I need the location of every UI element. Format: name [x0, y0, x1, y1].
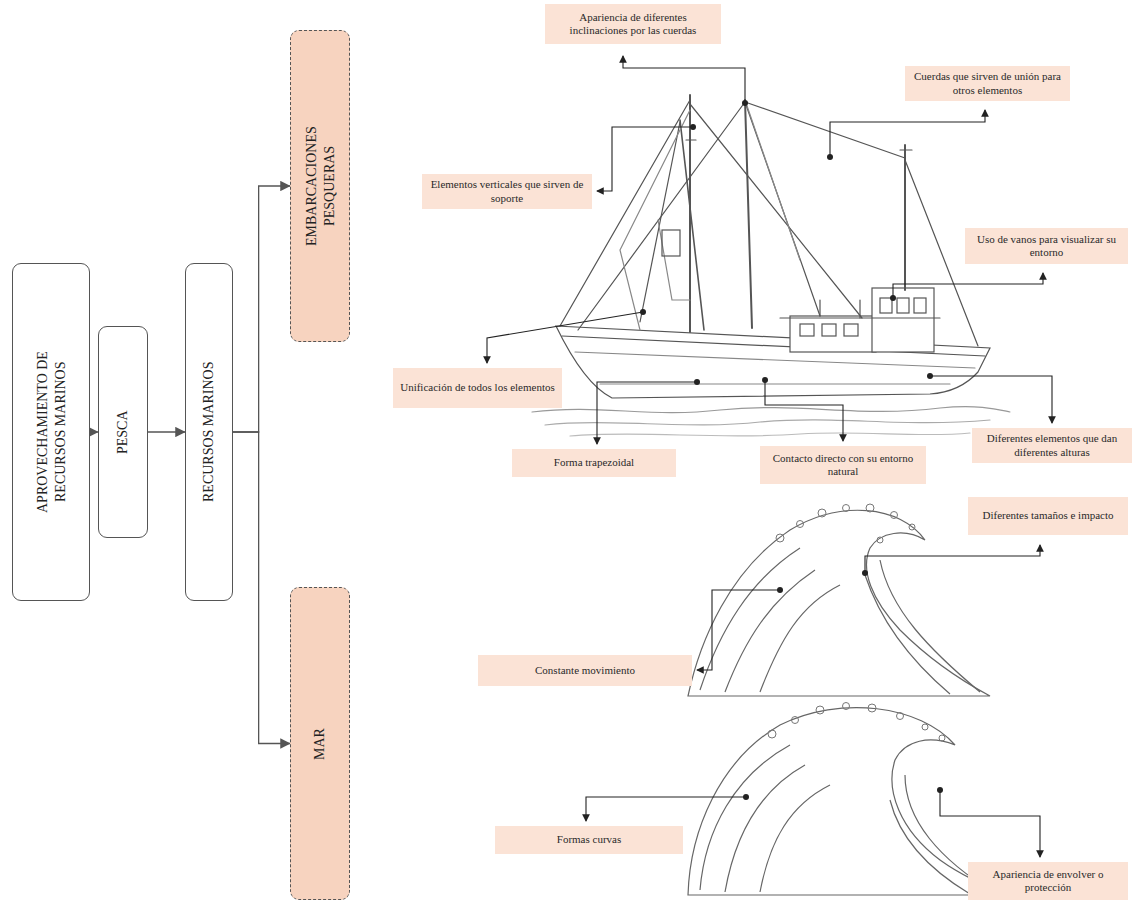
fishing-boat	[532, 95, 1010, 436]
callout-box: Apariencia de diferentes inclinaciones p…	[545, 4, 721, 44]
box-label: EMBARCACIONES PESQUERAS	[303, 101, 338, 271]
callout-box: Formas curvas	[495, 826, 683, 854]
callout-box: Forma trapezoidal	[512, 449, 676, 477]
category-box: EMBARCACIONES PESQUERAS	[290, 30, 350, 342]
process-box: RECURSOS MARINOS	[185, 263, 233, 601]
callout-text: Uso de vanos para visualizar su entorno	[971, 233, 1122, 259]
callout-box: Contacto directo con su entorno natural	[760, 446, 926, 484]
callout-text: Unificación de todos los elementos	[400, 381, 555, 394]
callout-box: Apariencia de envolver o protección	[968, 862, 1128, 900]
callout-box: Elementos verticales que sirven de sopor…	[422, 174, 592, 209]
callout-text: Diferentes tamaños e impacto	[982, 509, 1113, 522]
callout-text: Cuerdas que sirven de unión para otros e…	[911, 70, 1064, 96]
callout-text: Apariencia de diferentes inclinaciones p…	[551, 11, 715, 37]
callout-text: Forma trapezoidal	[554, 456, 634, 469]
callout-text: Diferentes elementos que dan diferentes …	[978, 432, 1126, 458]
box-label: MAR	[311, 604, 329, 884]
callout-text: Apariencia de envolver o protección	[974, 868, 1122, 894]
connector-arrow	[90, 431, 98, 432]
callout-box: Constante movimiento	[478, 655, 692, 686]
callout-text: Elementos verticales que sirven de sopor…	[428, 178, 586, 204]
connector-arrow	[148, 431, 185, 432]
process-box: PESCA	[98, 326, 148, 538]
callout-text: Formas curvas	[557, 833, 621, 846]
callout-text: Contacto directo con su entorno natural	[766, 452, 920, 478]
connector-arrow	[233, 186, 290, 432]
box-label: PESCA	[114, 337, 132, 527]
callout-text: Constante movimiento	[535, 664, 635, 677]
callout-box: Unificación de todos los elementos	[393, 368, 562, 408]
box-label: APROVECHAMIENTO DE RECURSOS MARINOS	[34, 327, 69, 537]
callout-box: Cuerdas que sirven de unión para otros e…	[905, 66, 1070, 101]
callout-box: Uso de vanos para visualizar su entorno	[965, 228, 1128, 264]
callout-box: Diferentes elementos que dan diferentes …	[972, 428, 1132, 463]
callout-box: Diferentes tamaños e impacto	[968, 497, 1128, 535]
process-box: APROVECHAMIENTO DE RECURSOS MARINOS	[12, 263, 90, 601]
box-label: RECURSOS MARINOS	[200, 282, 218, 582]
wave-foam	[768, 504, 945, 741]
connector-arrow	[233, 432, 290, 744]
sea-waves	[688, 510, 1010, 895]
category-box: MAR	[290, 587, 350, 900]
leader-dots	[640, 100, 943, 800]
